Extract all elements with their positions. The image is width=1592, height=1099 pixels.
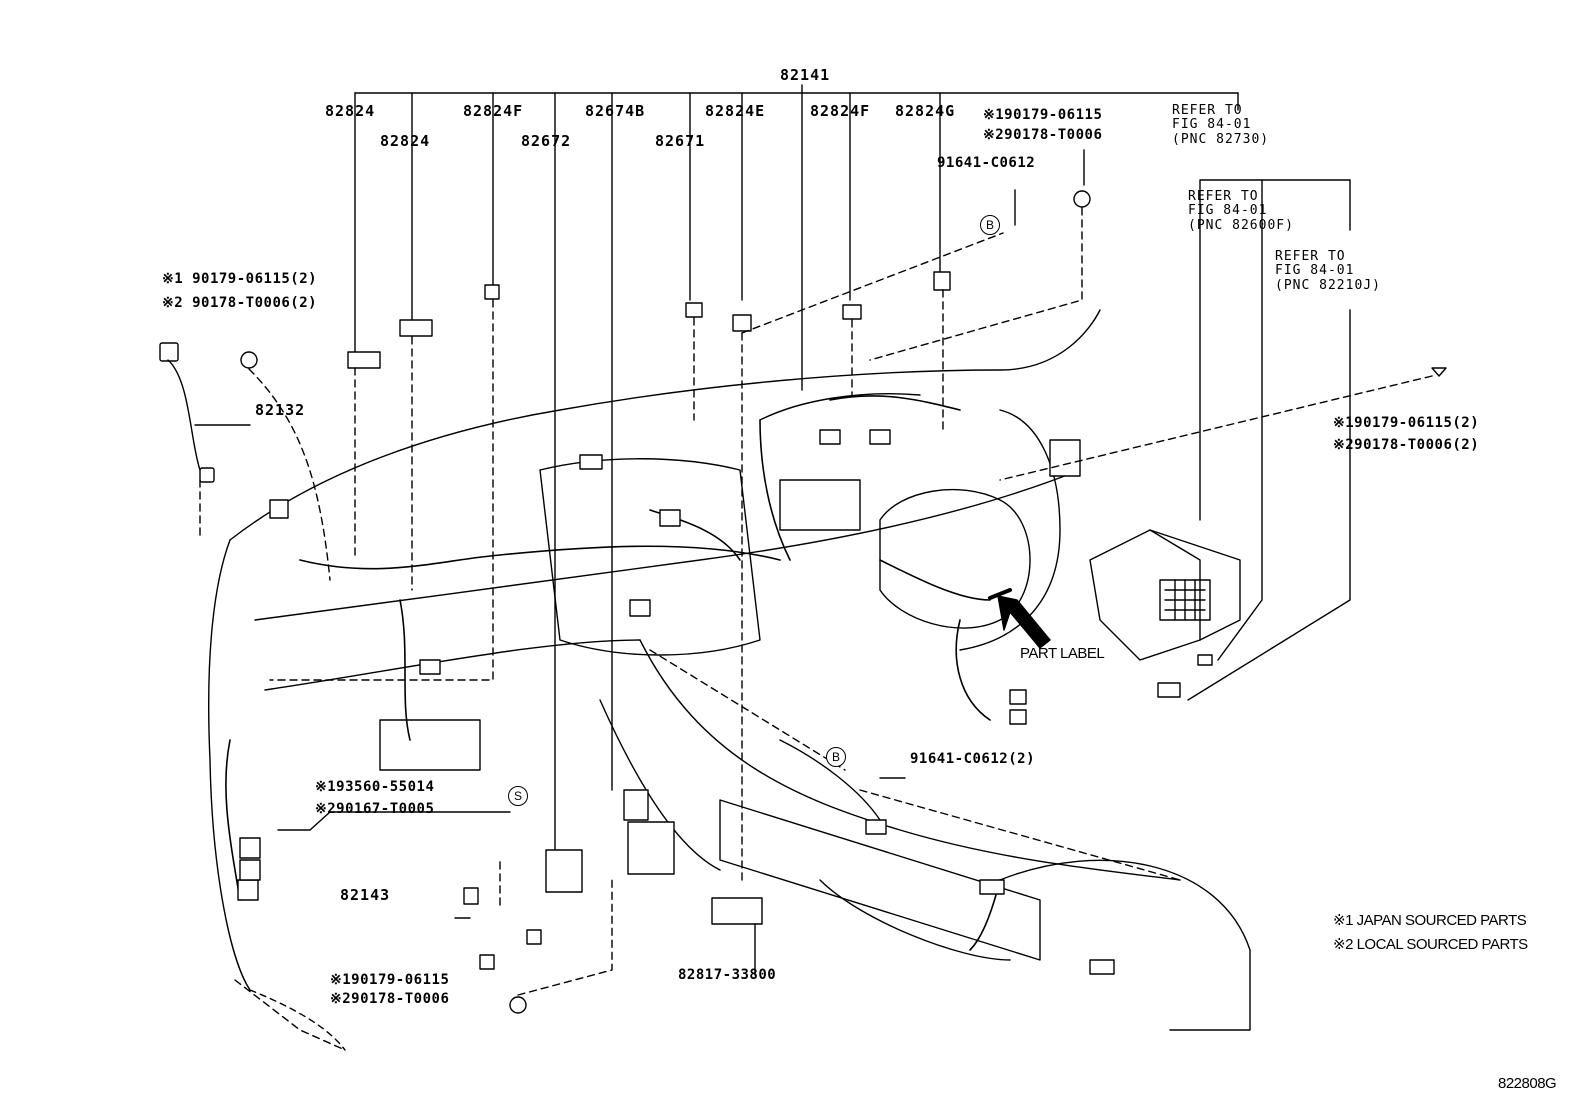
connectors: [159, 271, 1115, 975]
screw-line1: ※193560-55014: [315, 779, 435, 795]
clip-bottom-line1: ※190179-06115: [330, 972, 450, 988]
clip-right-line2: ※290178-T0006(2): [1333, 437, 1480, 453]
part-82824-label-a: 82824: [325, 102, 376, 120]
refer-82730-line1: REFER TO: [1172, 103, 1243, 118]
main-harness-bracket: [354, 84, 1239, 851]
figure-id: 822808G: [1498, 1075, 1557, 1092]
clips: [240, 190, 1447, 1014]
note-japan-sourced: ※1 JAPAN SOURCED PARTS: [1333, 912, 1527, 929]
screw-line2: ※290167-T0005: [315, 801, 435, 817]
refer-82730: REFER TO FIG 84-01 (PNC 82730): [1172, 103, 1270, 147]
bolt-top-label: 91641-C0612: [937, 155, 1036, 171]
refer-82210J-line2: FIG 84-01: [1275, 263, 1355, 279]
junction-block: [1089, 529, 1241, 698]
screw-marker: S: [508, 786, 528, 806]
part-label-arrow: [988, 588, 1051, 649]
refer-82210J: REFER TO FIG 84-01 (PNC 82210J): [1275, 249, 1381, 293]
bolt-marker-top: B: [980, 215, 1000, 235]
part-82824F-label-a: 82824F: [463, 102, 524, 120]
part-82817-label: 82817-33800: [678, 967, 777, 983]
clip-top-line1: ※190179-06115: [983, 107, 1103, 123]
clip-right-line1: ※190179-06115(2): [1333, 415, 1480, 431]
dashed-leaders: [199, 207, 1433, 1051]
clip-top-line2: ※290178-T0006: [983, 127, 1103, 143]
harness-wires: [225, 395, 1001, 951]
part-82671-label: 82671: [655, 132, 706, 150]
part-label-text: PART LABEL: [1020, 645, 1105, 662]
refer-82730-line2: FIG 84-01: [1172, 117, 1252, 133]
part-82143-label: 82143: [340, 886, 391, 904]
dashboard-outline: [208, 309, 1251, 1051]
refer-82210J-line3: (PNC 82210J): [1275, 277, 1381, 293]
note-local-sourced: ※2 LOCAL SOURCED PARTS: [1333, 936, 1528, 953]
part-82824-label-b: 82824: [380, 132, 431, 150]
refer-82730-line3: (PNC 82730): [1172, 131, 1270, 147]
refer-82600F-line1: REFER TO: [1188, 189, 1259, 204]
refer-82600F: REFER TO FIG 84-01 (PNC 82600F): [1188, 189, 1294, 233]
part-82674B-label: 82674B: [585, 102, 646, 120]
clip-left-line2: ※2 90178-T0006(2): [162, 295, 318, 311]
part-82824F-label-b: 82824F: [810, 102, 871, 120]
refer-82210J-line1: REFER TO: [1275, 249, 1346, 264]
leader-lines: [167, 149, 1351, 976]
part-82824G-label: 82824G: [895, 102, 956, 120]
clip-bottom-line2: ※290178-T0006: [330, 991, 450, 1007]
part-82141-label: 82141: [780, 66, 831, 84]
refer-82600F-line3: (PNC 82600F): [1188, 217, 1294, 233]
part-82824E-label: 82824E: [705, 102, 766, 120]
bolt-marker-bottom: B: [826, 747, 846, 767]
part-82672-label: 82672: [521, 132, 572, 150]
part-82132-label: 82132: [255, 401, 306, 419]
refer-82600F-line2: FIG 84-01: [1188, 203, 1268, 219]
clip-left-line1: ※1 90179-06115(2): [162, 271, 318, 287]
bolt-bottom-label: 91641-C0612(2): [910, 751, 1036, 767]
